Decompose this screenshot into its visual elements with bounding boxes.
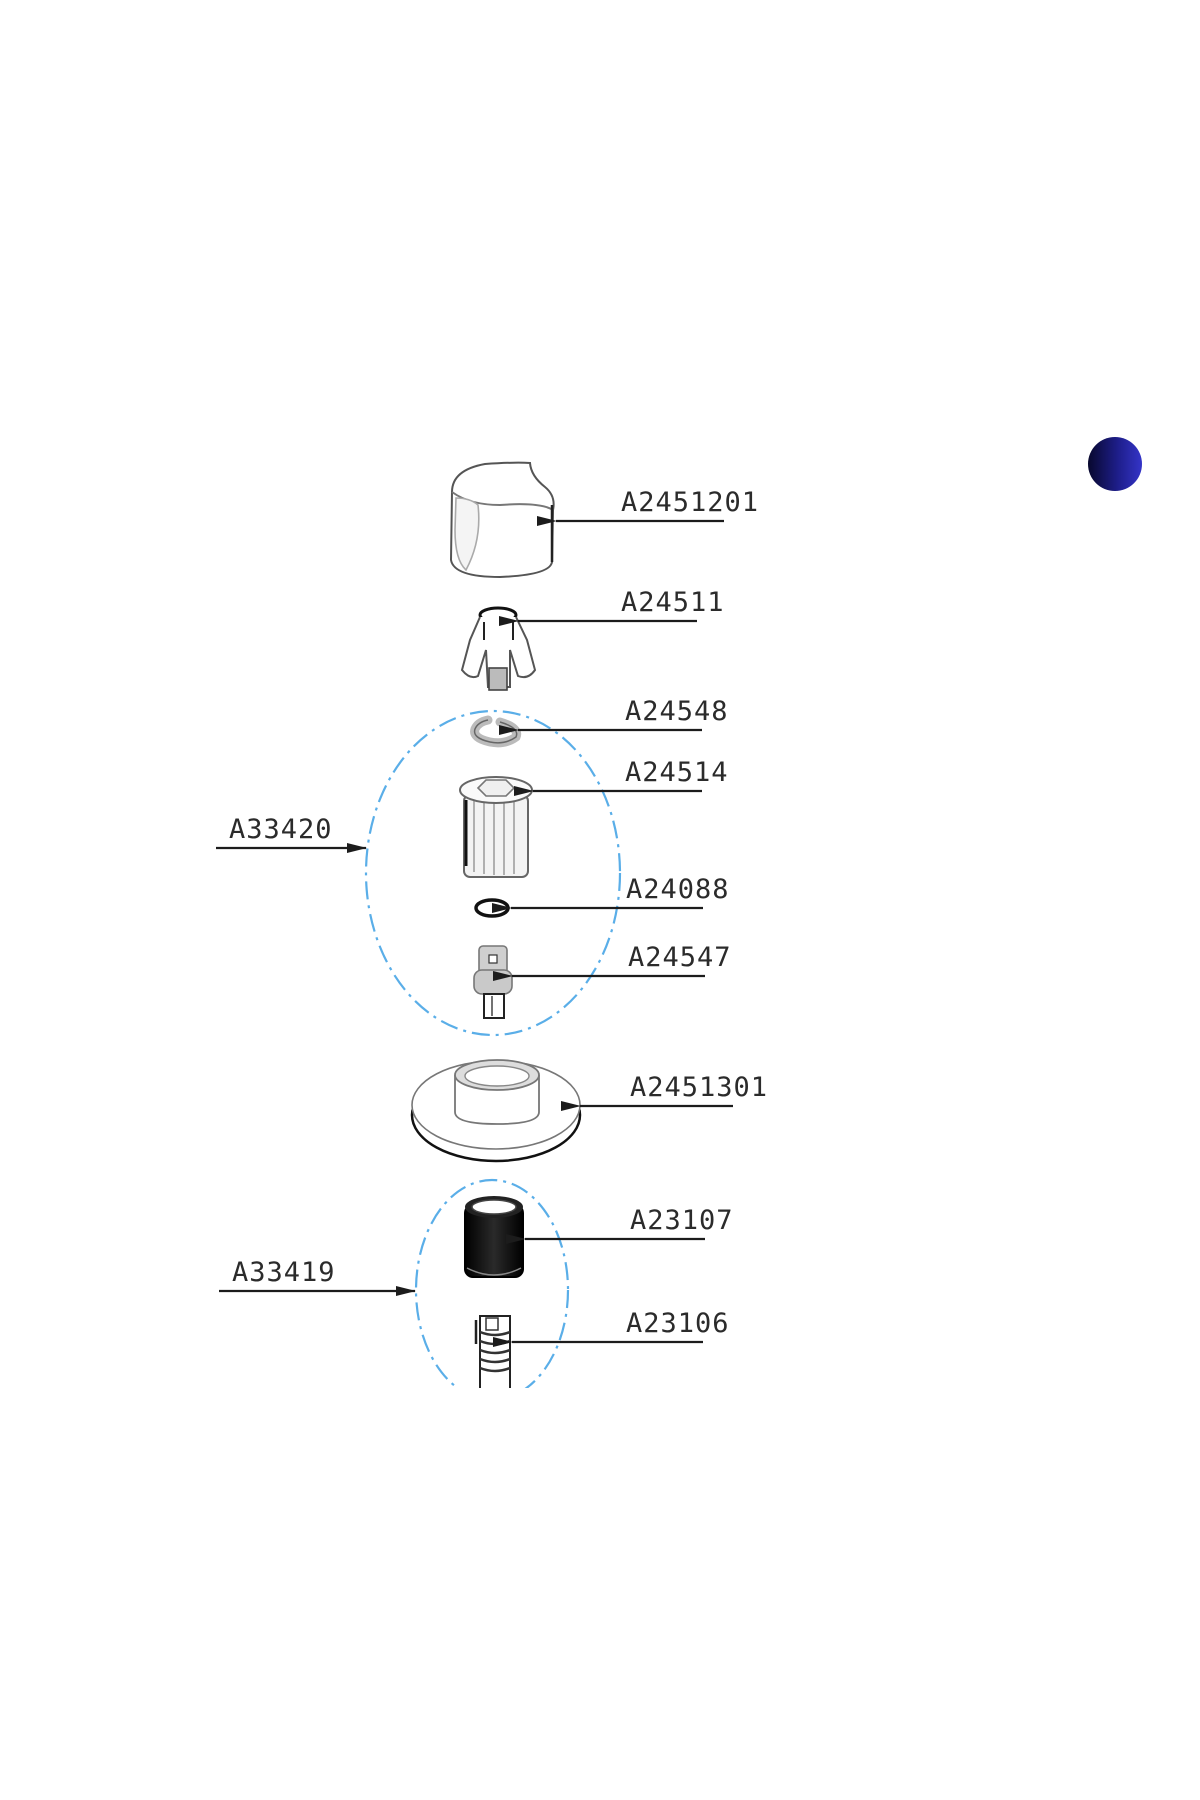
- label-A24548: A24548: [625, 696, 729, 727]
- retaining-clip-part: [470, 715, 522, 748]
- part-labels: A2451201 A24511 A24548 A24514 A24088 A24…: [229, 487, 768, 1339]
- label-A2451201: A2451201: [621, 487, 759, 518]
- label-A33419: A33419: [232, 1257, 336, 1288]
- threaded-insert-part: [474, 1315, 511, 1388]
- handle-adapter-part: [460, 606, 537, 691]
- stem-part: [473, 945, 513, 1019]
- label-A23106: A23106: [626, 1308, 730, 1339]
- handle-cap-part: [449, 461, 555, 579]
- group-outline-A33420: [364, 709, 622, 1037]
- blue-dot-icon: [1088, 437, 1142, 491]
- label-A24511: A24511: [621, 587, 725, 618]
- label-A24514: A24514: [625, 757, 729, 788]
- leader-lines: [216, 516, 733, 1347]
- label-A23107: A23107: [630, 1205, 734, 1236]
- sleeve-part: [464, 1196, 524, 1278]
- cartridge-nut-part: [459, 776, 533, 878]
- label-A33420: A33420: [229, 814, 333, 845]
- label-A2451301: A2451301: [630, 1072, 768, 1103]
- label-A24547: A24547: [628, 942, 732, 973]
- o-ring-part: [474, 898, 510, 918]
- label-A24088: A24088: [626, 874, 730, 905]
- group-outline-A33419: [414, 1178, 570, 1388]
- escutcheon-flange-part: [410, 1059, 582, 1163]
